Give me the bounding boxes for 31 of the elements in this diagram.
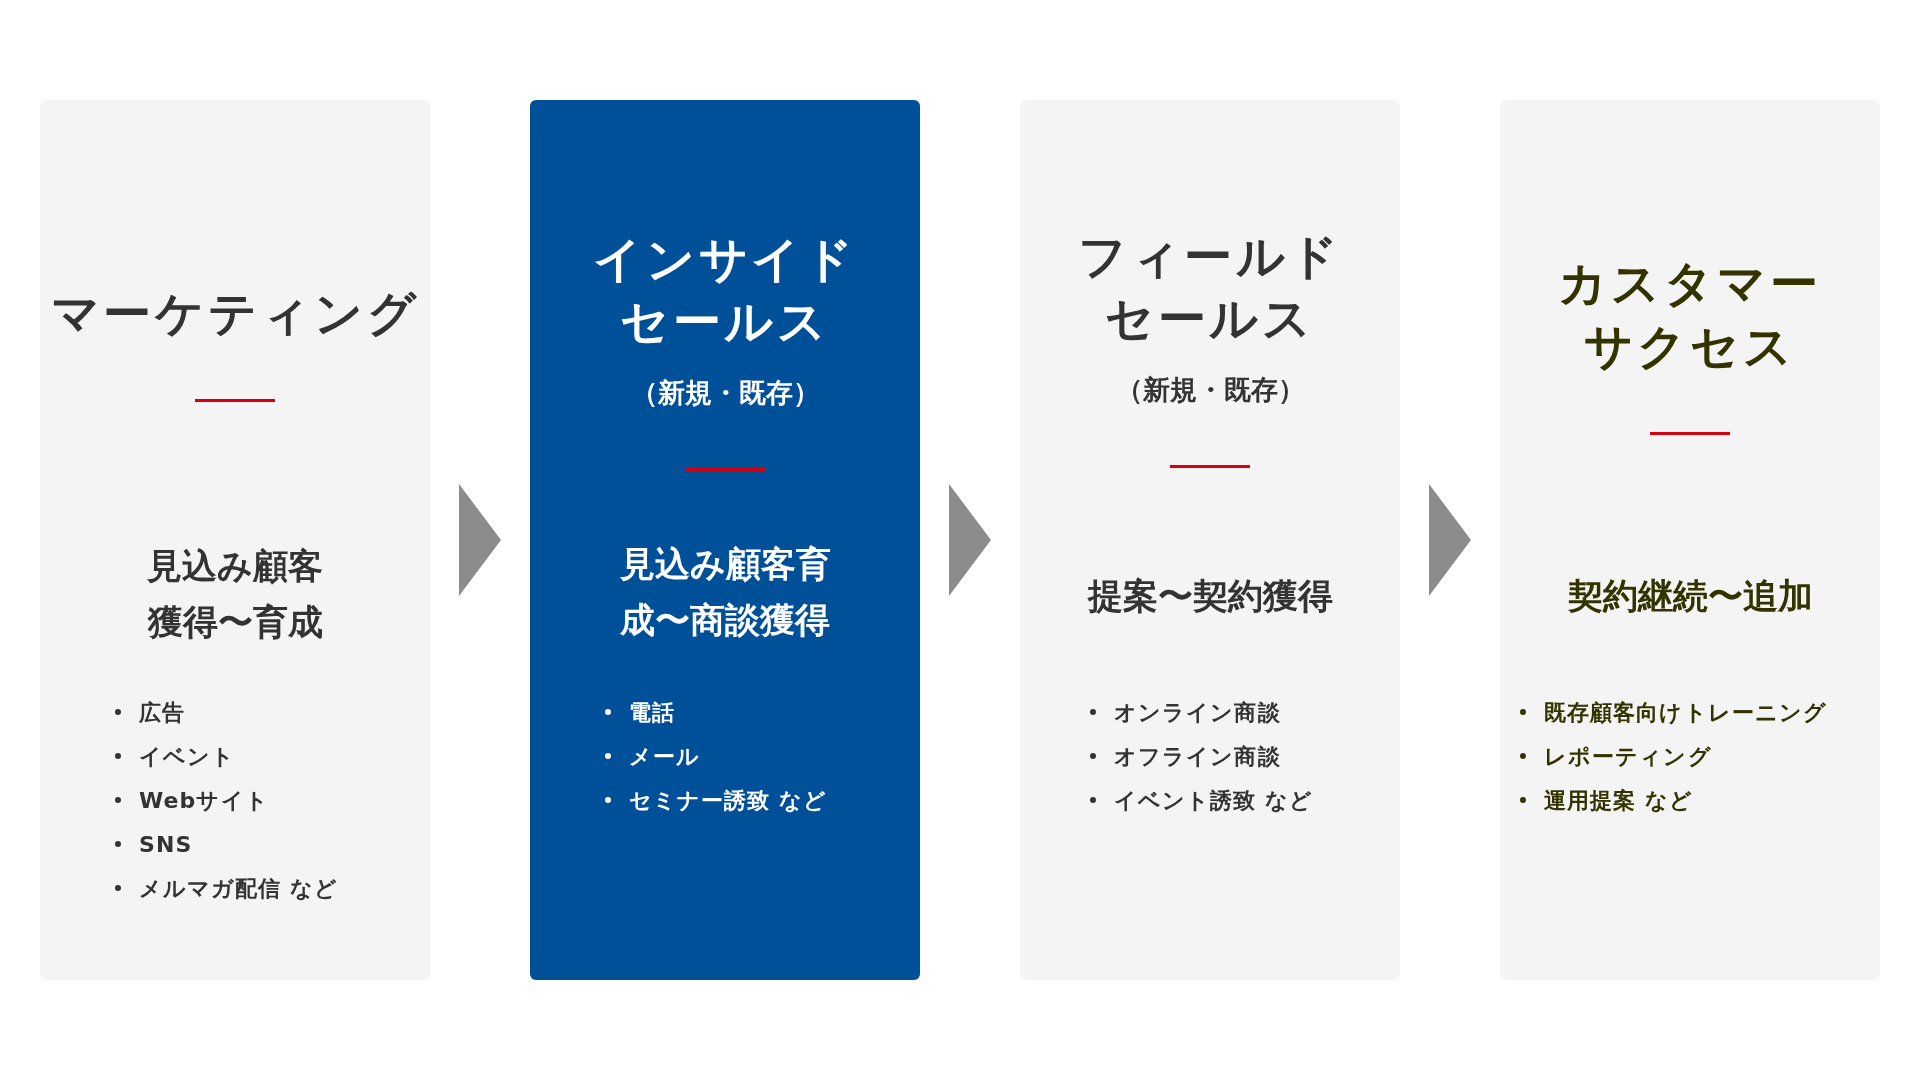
list-item: セミナー誘致 など — [629, 786, 828, 815]
chevron-arrow — [459, 484, 501, 596]
list-item: メール — [629, 742, 701, 771]
stage-card — [1020, 100, 1400, 980]
chevron-arrow — [1429, 484, 1471, 596]
stage-description: 見込み顧客育成〜商談獲得 — [618, 543, 832, 642]
stage-card — [40, 100, 430, 980]
stage-description: 契約継続〜追加 — [1566, 575, 1814, 618]
stage-subtitle: （新規・既存） — [630, 375, 820, 410]
list-item: メルマガ配信 など — [139, 874, 339, 903]
chevron-arrow — [949, 484, 991, 596]
list-item: レポーティング — [1544, 742, 1712, 771]
list-item: 広告 — [139, 698, 186, 727]
stage-card — [530, 100, 920, 980]
list-item: イベント — [139, 742, 236, 771]
stage-description: 提案〜契約獲得 — [1086, 575, 1334, 618]
list-item: SNS — [139, 830, 193, 859]
list-item: Webサイト — [139, 786, 269, 815]
stage-title: マーケティング — [50, 283, 420, 343]
list-item: イベント誘致 など — [1114, 786, 1314, 815]
list-item: 電話 — [629, 698, 676, 727]
list-item: 既存顧客向けトレーニング — [1544, 698, 1828, 727]
stage-subtitle: （新規・既存） — [1115, 372, 1305, 407]
stage-title: カスタマーサクセス — [1557, 254, 1823, 376]
stage-title: インサイドセールス — [591, 229, 859, 352]
stage-title: フィールドセールス — [1077, 226, 1343, 349]
list-item: オンライン商談 — [1114, 698, 1281, 727]
list-item: 運用提案 など — [1544, 786, 1694, 815]
stage-card — [1500, 100, 1880, 980]
stage-description: 見込み顧客獲得〜育成 — [146, 545, 324, 644]
list-item: オフライン商談 — [1114, 742, 1281, 771]
